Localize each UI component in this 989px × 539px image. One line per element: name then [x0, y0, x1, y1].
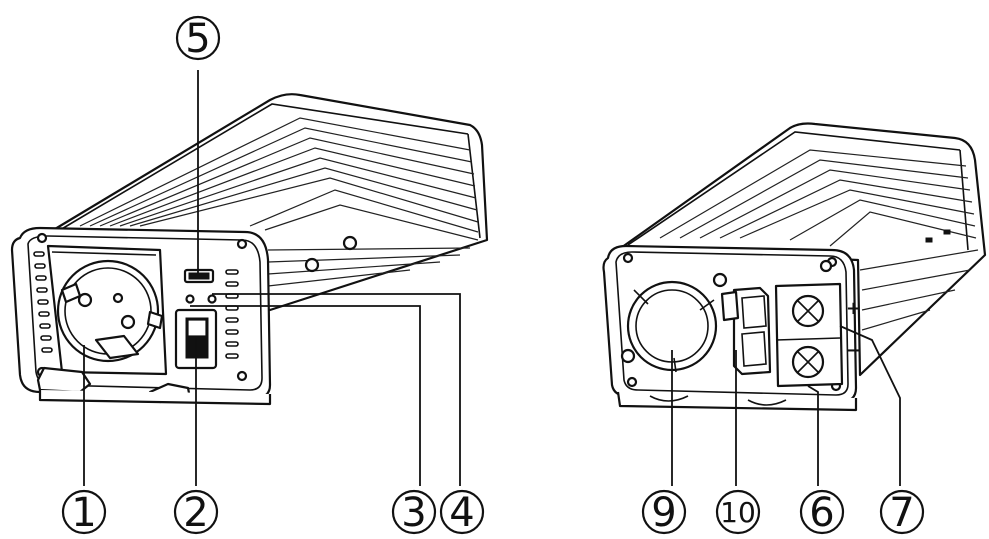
callout-2: 2 — [173, 489, 219, 536]
callout-1-label: 1 — [71, 490, 96, 536]
callout-7-label: 7 — [889, 490, 914, 536]
callout-1: 1 — [61, 489, 107, 536]
positive-terminal-mark: + — [846, 298, 861, 319]
callout-10: 10 — [715, 489, 761, 535]
callout-3-label: 3 — [401, 490, 426, 536]
callout-10-label: 10 — [720, 496, 756, 529]
negative-terminal-mark: − — [846, 340, 861, 361]
callout-5-label: 5 — [185, 16, 210, 62]
ac-socket — [56, 259, 164, 363]
callout-6: 6 — [799, 489, 845, 536]
callout-7: 7 — [879, 489, 925, 536]
leader-lines — [83, 70, 901, 486]
rear-view-inverter: + − — [602, 122, 987, 412]
callout-5: 5 — [175, 15, 221, 62]
callout-3: 3 — [391, 489, 437, 536]
callout-2-label: 2 — [183, 490, 208, 536]
callout-9-label: 9 — [651, 490, 676, 536]
callout-9: 9 — [641, 489, 687, 536]
front-view-inverter — [10, 93, 489, 406]
callout-4: 4 — [439, 489, 485, 536]
callout-6-label: 6 — [809, 490, 834, 536]
callout-4-label: 4 — [449, 490, 474, 536]
